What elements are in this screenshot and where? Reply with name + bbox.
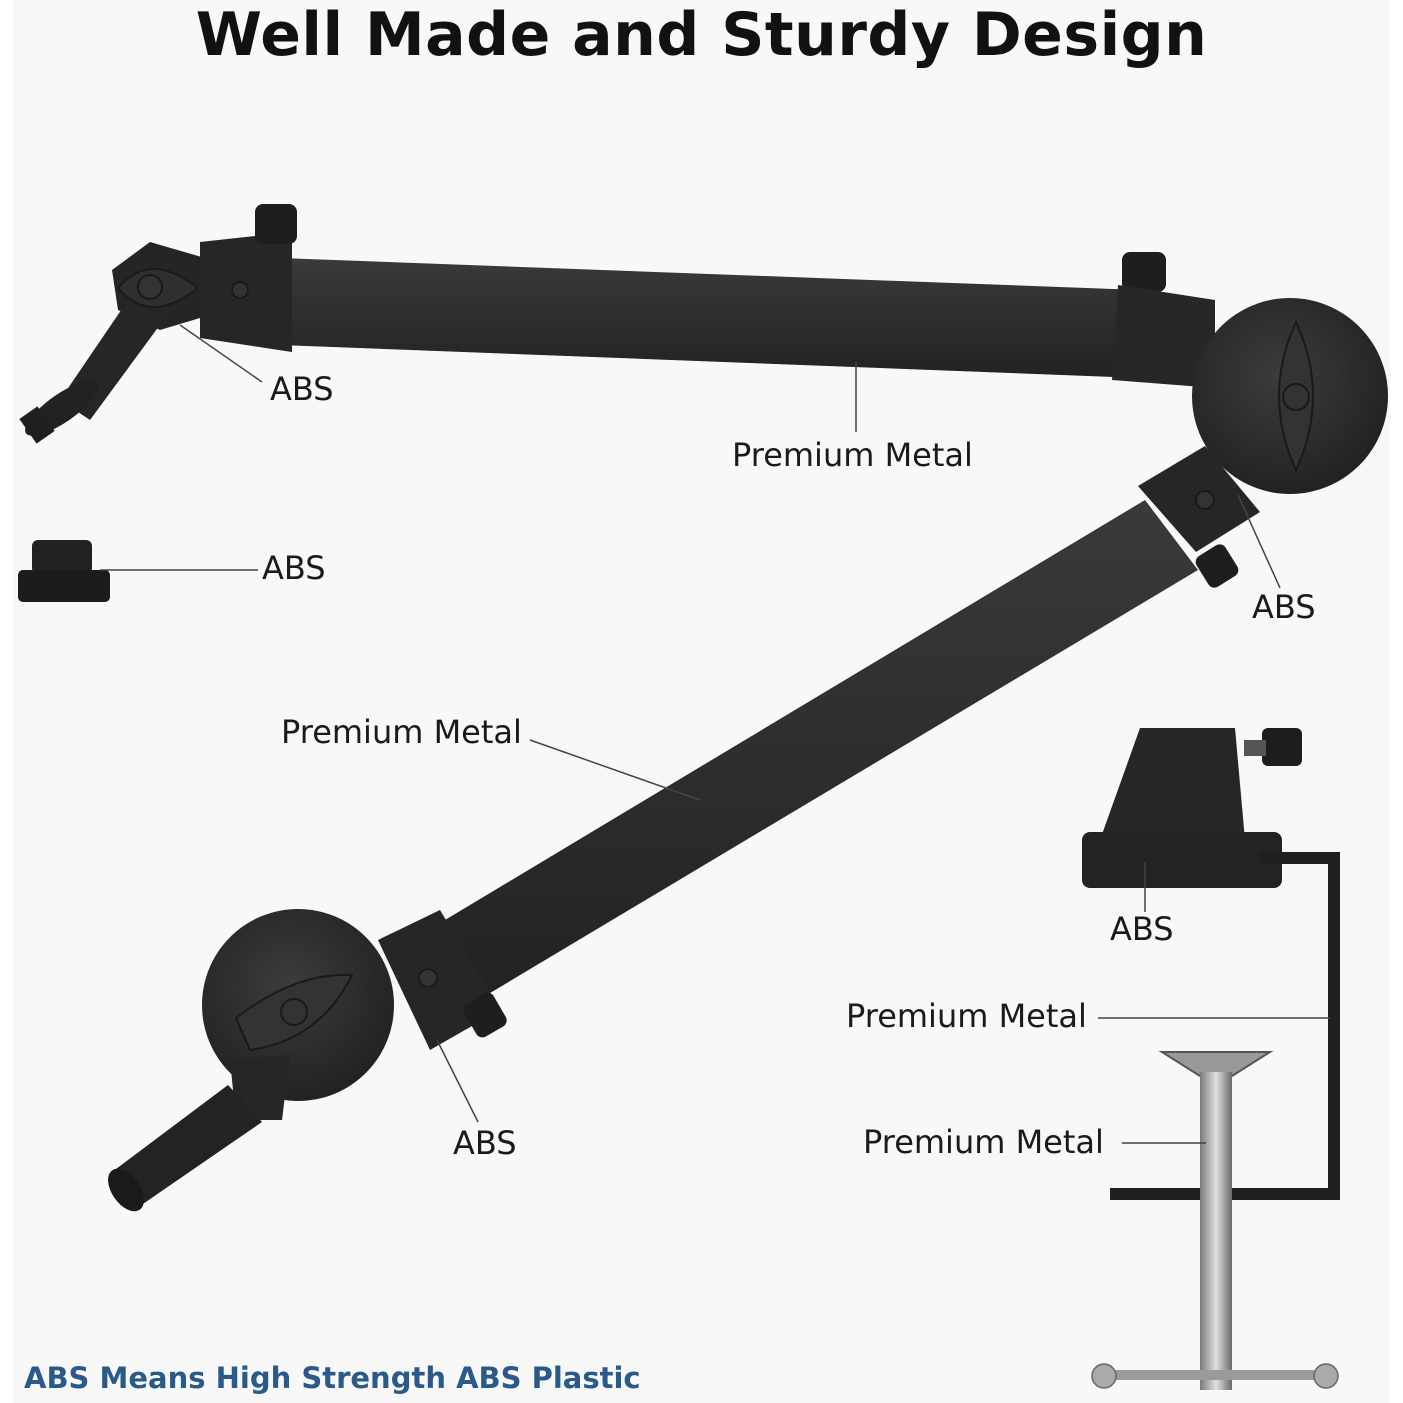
label-abs-adapter: ABS xyxy=(262,549,326,587)
clamp-tighten-knob xyxy=(1262,728,1302,766)
clamp-knob-stem xyxy=(1244,740,1266,756)
clamp-screw-thread xyxy=(1200,1072,1232,1390)
clamp-head-top xyxy=(1100,728,1245,840)
leader-abs-right-joint xyxy=(1237,494,1281,589)
background-panel xyxy=(13,0,1390,1403)
clamp-tbar-ball-left xyxy=(1091,1363,1117,1389)
upper-left-tab xyxy=(255,204,297,244)
right-joint-tab xyxy=(1195,544,1239,588)
right-top-tab xyxy=(1122,252,1166,292)
bottom-joint-pin xyxy=(418,968,438,988)
label-abs-top-left: ABS xyxy=(270,370,334,408)
label-metal-lower-arm: Premium Metal xyxy=(281,713,522,751)
abs-footnote: ABS Means High Strength ABS Plastic xyxy=(24,1361,641,1395)
right-joint-pin xyxy=(1195,490,1215,510)
upper-arm-bar xyxy=(280,258,1140,378)
adapter-nut-base xyxy=(18,570,110,602)
label-abs-bottom-joint: ABS xyxy=(453,1124,517,1162)
bottom-post xyxy=(112,1085,262,1206)
label-metal-clamp-frame: Premium Metal xyxy=(846,997,1087,1035)
lower-arm-bar xyxy=(420,500,1198,1005)
clamp-tbar-ball-right xyxy=(1313,1363,1339,1389)
right-top-sleeve xyxy=(1112,285,1215,388)
label-abs-clamp-head: ABS xyxy=(1110,910,1174,948)
leader-lines xyxy=(179,324,1330,1144)
leader-abs-top-left xyxy=(179,324,263,383)
top-left-knob-center xyxy=(137,274,163,300)
clamp-head-base xyxy=(1082,832,1282,888)
leader-metal-lower-arm xyxy=(529,739,701,801)
upper-left-pin xyxy=(231,281,249,299)
bottom-knob-center xyxy=(280,998,308,1026)
leader-abs-bottom-joint xyxy=(436,1039,479,1123)
adapter-nut-top xyxy=(32,540,92,574)
clamp-tbar xyxy=(1100,1370,1332,1380)
right-top-knob-center xyxy=(1282,383,1310,411)
label-metal-screw: Premium Metal xyxy=(863,1123,1104,1161)
mount-thread xyxy=(19,406,55,444)
bottom-joint-tab xyxy=(463,992,507,1038)
page-title: Well Made and Sturdy Design xyxy=(195,0,1208,70)
label-abs-right-joint: ABS xyxy=(1252,588,1316,626)
bottom-post-end xyxy=(108,1168,144,1212)
label-metal-top-arm: Premium Metal xyxy=(732,436,973,474)
